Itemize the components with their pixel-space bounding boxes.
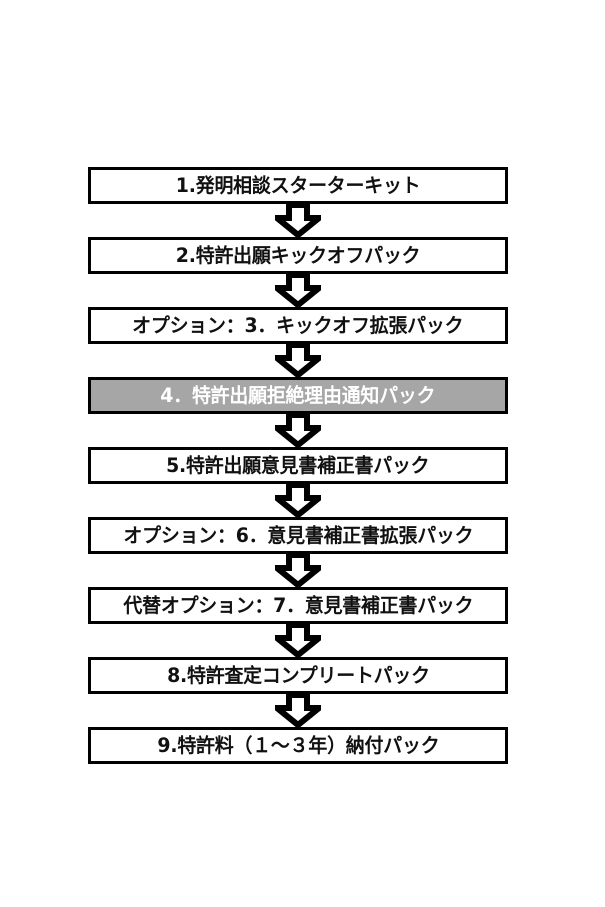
flow-step-3[interactable]: オプション：3．キックオフ拡張パック [88, 307, 508, 344]
flow-connector [88, 414, 508, 447]
arrow-down-icon [275, 694, 321, 727]
flow-connector [88, 274, 508, 307]
flow-step-5[interactable]: 5.特許出願意見書補正書パック [88, 447, 508, 484]
arrow-down-icon [275, 414, 321, 447]
flow-connector [88, 624, 508, 657]
flow-step-label: 9.特許料（１～３年）納付パック [156, 733, 440, 757]
arrow-down-icon [275, 204, 321, 237]
flow-step-9[interactable]: 9.特許料（１～３年）納付パック [88, 727, 508, 764]
process-flow-diagram: 1.発明相談スターターキット 2.特許出願キックオフパックオプション：3．キックオ… [88, 167, 508, 764]
flow-step-label: 5.特許出願意見書補正書パック [166, 453, 430, 477]
arrow-down-icon [275, 624, 321, 657]
flow-step-label: 1.発明相談スターターキット [175, 173, 421, 197]
flow-step-1[interactable]: 1.発明相談スターターキット [88, 167, 508, 204]
arrow-down-icon [275, 554, 321, 587]
flow-connector [88, 204, 508, 237]
flow-connector [88, 554, 508, 587]
flow-step-4[interactable]: 4．特許出願拒絶理由通知パック [88, 377, 508, 414]
arrow-down-icon [275, 344, 321, 377]
flow-step-label: 2.特許出願キックオフパック [175, 243, 421, 267]
flow-step-label: 4．特許出願拒絶理由通知パック [160, 383, 436, 407]
flow-step-7[interactable]: 代替オプション：7．意見書補正書パック [88, 587, 508, 624]
flow-step-8[interactable]: 8.特許査定コンプリートパック [88, 657, 508, 694]
arrow-down-icon [275, 274, 321, 307]
flow-step-label: 代替オプション：7．意見書補正書パック [123, 593, 473, 617]
flow-step-2[interactable]: 2.特許出願キックオフパック [88, 237, 508, 274]
flow-step-label: 8.特許査定コンプリートパック [166, 663, 430, 687]
flow-step-label: オプション：6．意見書補正書拡張パック [123, 523, 473, 547]
flow-connector [88, 694, 508, 727]
flow-step-6[interactable]: オプション：6．意見書補正書拡張パック [88, 517, 508, 554]
flow-connector [88, 344, 508, 377]
arrow-down-icon [275, 484, 321, 517]
flow-connector [88, 484, 508, 517]
flow-step-label: オプション：3．キックオフ拡張パック [132, 313, 464, 337]
